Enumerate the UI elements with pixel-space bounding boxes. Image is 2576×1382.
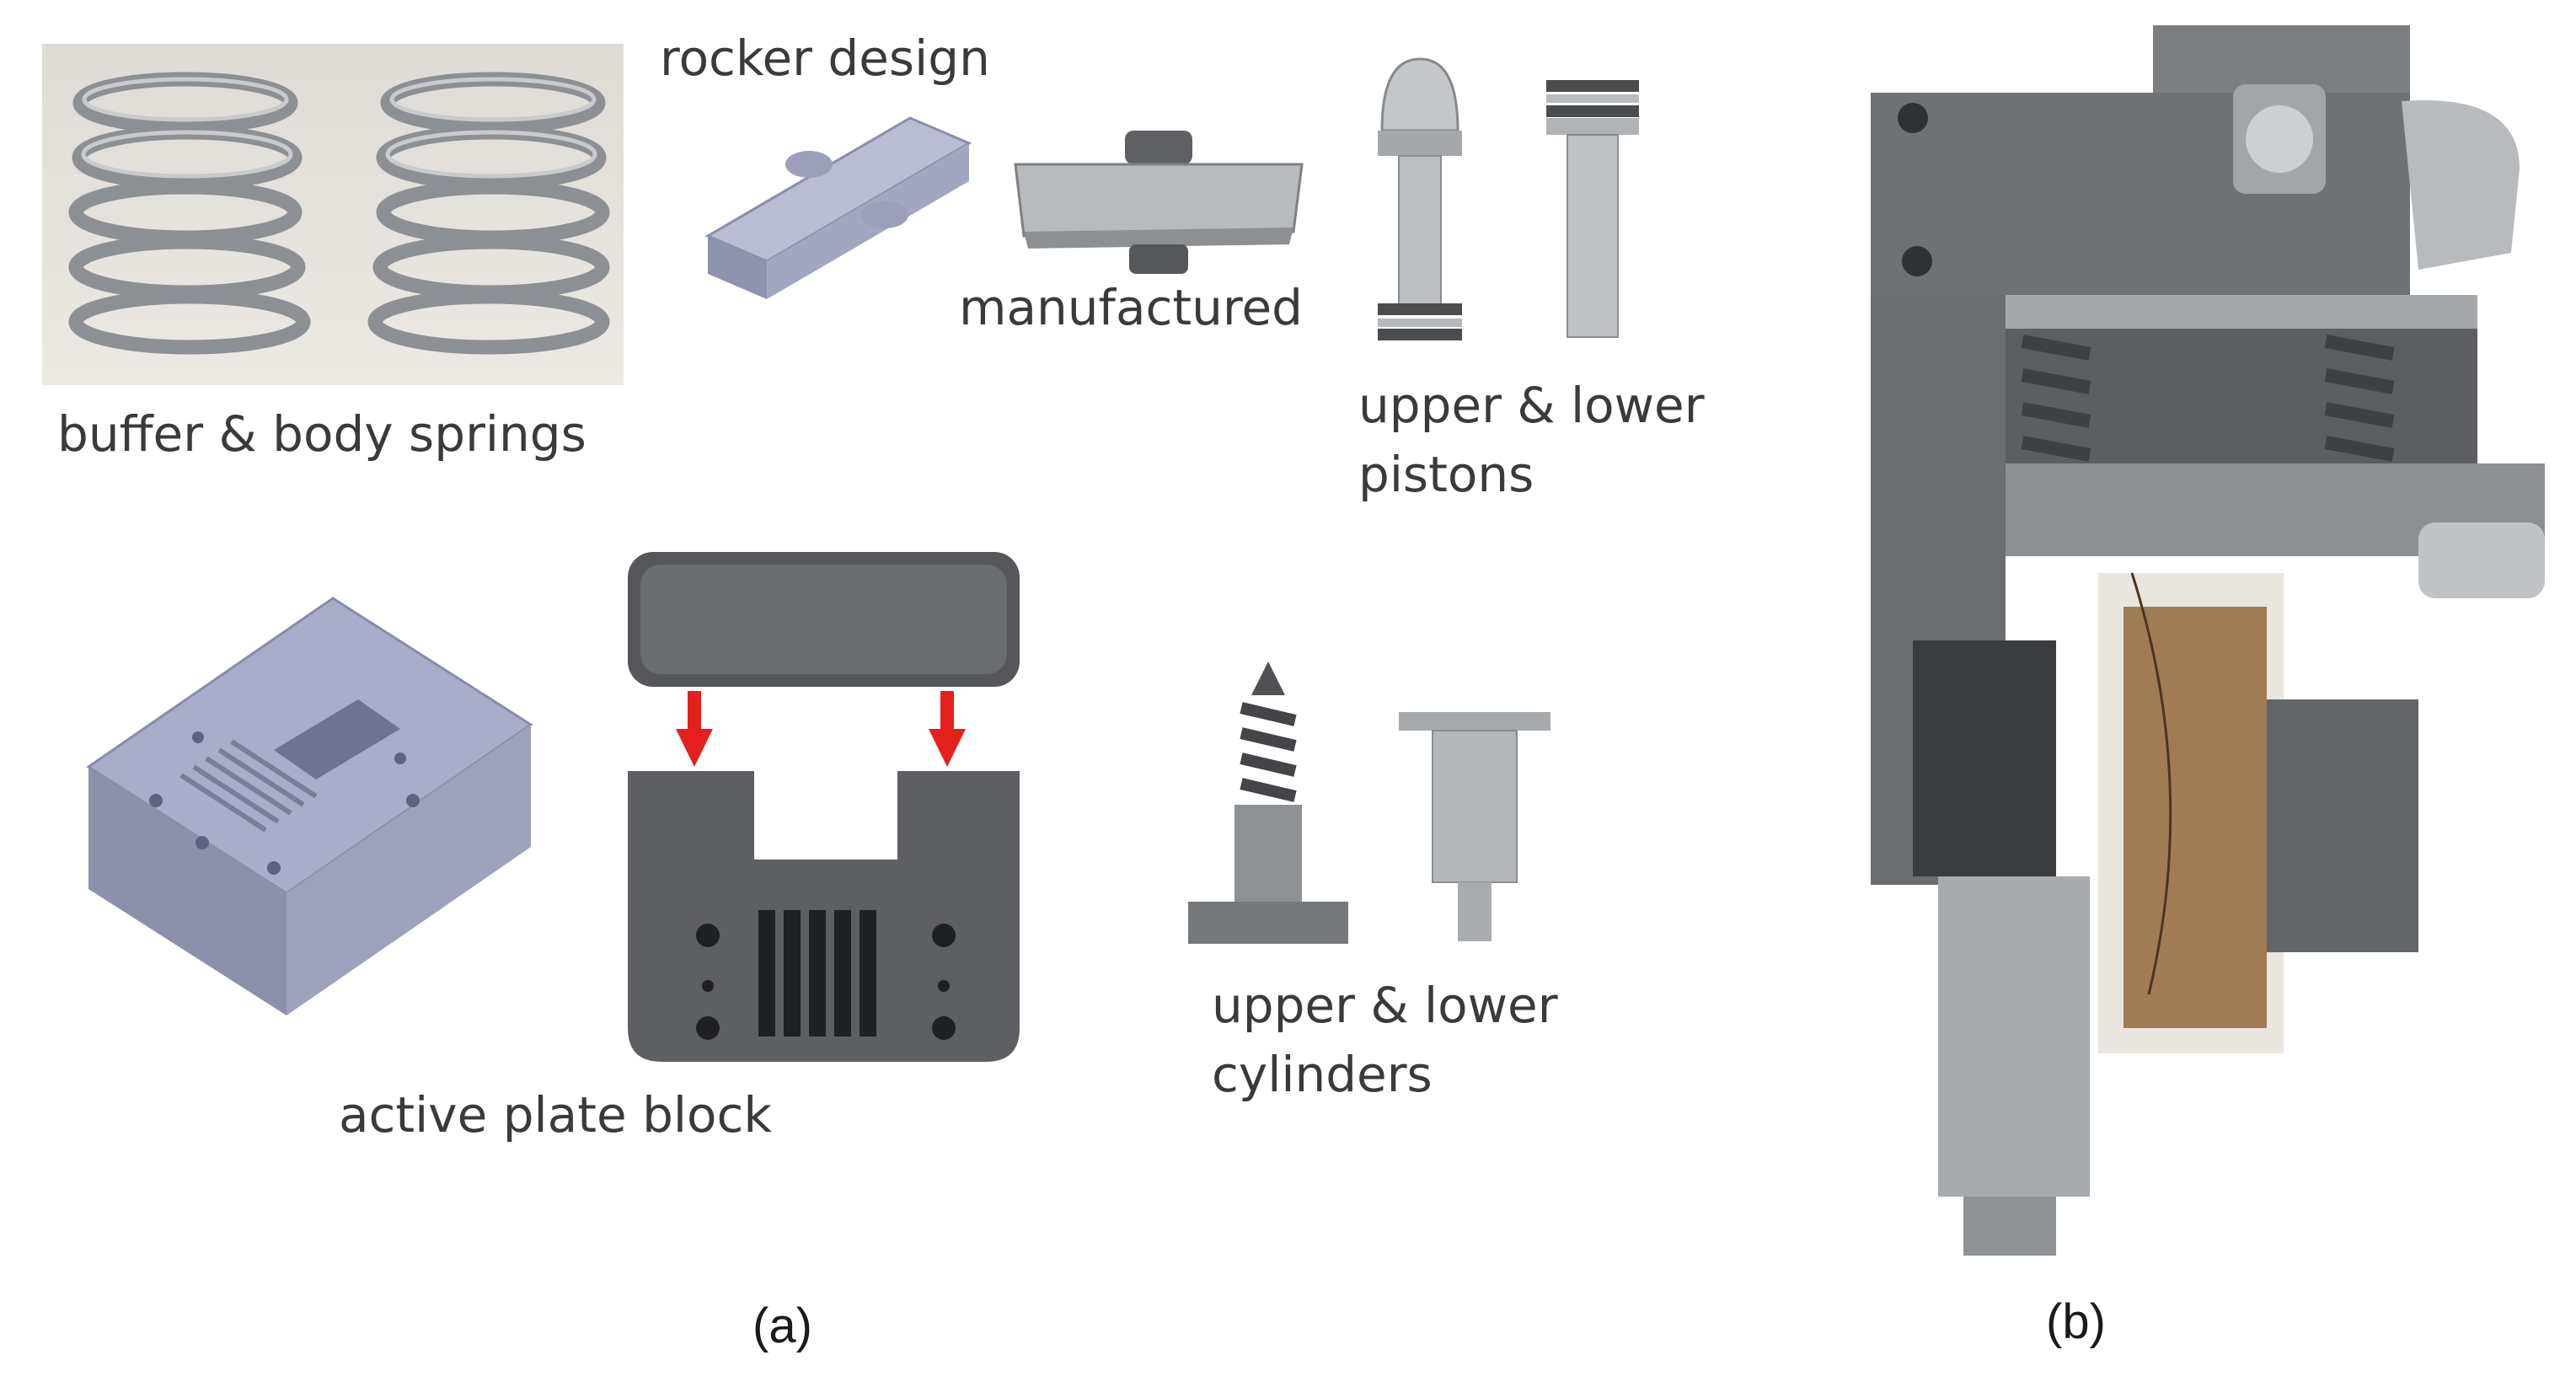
springs-label: buffer & body springs: [57, 405, 586, 463]
caption-a: (a): [752, 1299, 812, 1353]
active-plate-block-label: active plate block: [339, 1086, 772, 1144]
assembled-device-photo: [1871, 25, 2545, 1256]
rocker-manufactured-photo: [1014, 131, 1304, 274]
upper-cylinder-photo: [1188, 662, 1348, 944]
active-plate-cad: [86, 597, 533, 1015]
pistons-label-line2: pistons: [1358, 446, 1534, 503]
manufactured-label: manufactured: [959, 279, 1303, 336]
springs-photo: [42, 44, 624, 385]
active-plate-block-photo: [628, 552, 1020, 1062]
rocker-design-label: rocker design: [660, 29, 990, 87]
caption-b: (b): [2046, 1294, 2106, 1349]
rocker-design-cad: [704, 116, 972, 299]
cylinders-label-line1: upper & lower: [1212, 977, 1558, 1034]
cylinders-label-line2: cylinders: [1212, 1046, 1433, 1103]
lower-cylinder-photo: [1399, 712, 1550, 941]
pistons-label-line1: upper & lower: [1358, 377, 1705, 434]
lower-piston-photo: [1546, 80, 1639, 338]
upper-piston-photo: [1378, 57, 1462, 340]
